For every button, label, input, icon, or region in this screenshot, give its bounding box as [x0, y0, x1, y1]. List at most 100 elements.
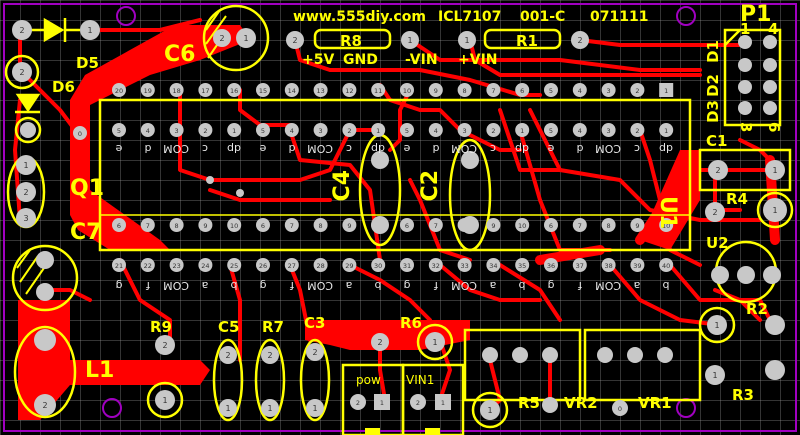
revision: 001-C [520, 9, 566, 25]
svg-text:28: 28 [316, 262, 324, 270]
ref-r2: R2 [746, 300, 768, 318]
svg-text:2: 2 [377, 338, 382, 347]
svg-text:8: 8 [319, 222, 323, 230]
pow-pad: 2 [350, 394, 366, 410]
segment-pad-lower: 8 [169, 218, 184, 232]
label-plus-vin: +VIN [458, 52, 498, 68]
segment-pad-upper: 2 [630, 123, 645, 137]
svg-text:1: 1 [441, 399, 445, 407]
copper-pour-left [70, 25, 250, 250]
segment-pad-upper: 5 [400, 123, 414, 137]
copper-pour-bottom-left [18, 300, 210, 420]
segment-label: COM [450, 279, 477, 292]
ic-pin-bottom: 37 [572, 258, 587, 272]
mount-hole-tr [676, 6, 696, 26]
c3-pad: 1 [306, 399, 324, 417]
ic-pin-bottom: 27 [284, 258, 299, 272]
segment-pad-upper: 3 [457, 123, 472, 137]
vr1-pad [597, 347, 613, 363]
svg-text:2: 2 [416, 399, 420, 407]
segment-label: COM [306, 142, 333, 155]
c6-hatch [205, 9, 221, 31]
vr2-box [463, 328, 582, 402]
ic-pin-top: 3 [601, 83, 616, 97]
r9-pad: 2 [155, 335, 175, 355]
c1-box [698, 148, 792, 192]
p1-pad [738, 35, 752, 49]
vin1-pad: 1 [435, 394, 451, 410]
svg-text:15: 15 [259, 87, 267, 95]
segment-pad-lower: 6 [112, 218, 126, 232]
c7-hatch [19, 255, 39, 283]
p1-pin3: 3 [737, 122, 755, 133]
c5-outline [212, 338, 244, 422]
svg-text:3: 3 [463, 127, 467, 135]
svg-text:2: 2 [635, 87, 639, 95]
ic-pin-top: 19 [140, 83, 155, 97]
svg-text:8: 8 [463, 87, 467, 95]
r8-pad: 2 [286, 31, 304, 49]
d6-pad [20, 122, 36, 138]
svg-text:2: 2 [19, 26, 24, 35]
ic-pin-bottom: 34 [486, 258, 501, 272]
ref-c5: C5 [218, 318, 240, 336]
p1-header [723, 28, 782, 127]
ic-pin-top: 7 [486, 83, 501, 97]
ic-pin-bottom: 33 [457, 258, 472, 272]
c4-pad [371, 216, 389, 234]
ic-pin-top: 14 [284, 83, 299, 97]
svg-text:32: 32 [432, 262, 440, 270]
r8-body [313, 28, 392, 50]
segment-pad-lower: 6 [256, 218, 270, 232]
r1-pad: 1 [458, 31, 476, 49]
svg-text:21: 21 [115, 262, 123, 270]
segment-label: a [202, 279, 209, 292]
ic-pin-bottom: 36 [544, 258, 558, 272]
svg-text:17: 17 [201, 87, 209, 95]
svg-text:2: 2 [577, 36, 582, 45]
p1-d2: D2 [704, 74, 722, 97]
svg-text:14: 14 [288, 87, 296, 95]
ic-pin-bottom: 30 [371, 258, 386, 272]
board-outline [3, 3, 797, 432]
svg-text:30: 30 [374, 262, 382, 270]
segment-label: COM [594, 142, 621, 155]
svg-text:11: 11 [374, 87, 382, 95]
r1-body [483, 28, 562, 50]
segment-pad-lower: 7 [140, 218, 155, 232]
svg-text:7: 7 [290, 222, 294, 230]
ic-pin-top: 20 [112, 83, 126, 97]
svg-text:39: 39 [633, 262, 641, 270]
segment-label: f [433, 279, 438, 292]
ref-q1: Q1 [70, 176, 105, 201]
svg-text:1: 1 [464, 36, 469, 45]
ref-c3: C3 [304, 314, 326, 332]
r6-pad: 2 [371, 333, 389, 351]
svg-text:0: 0 [78, 130, 82, 138]
svg-text:6: 6 [405, 222, 409, 230]
segment-label: c [202, 142, 209, 155]
q1-pad: 3 [16, 208, 36, 228]
ic-pin-bottom: 31 [400, 258, 414, 272]
ref-c2: C2 [418, 170, 443, 202]
trace [228, 263, 242, 362]
segment-pad-lower: 6 [400, 218, 414, 232]
l1-outline [13, 325, 77, 419]
svg-text:36: 36 [547, 262, 555, 270]
ic-pin-bottom: 39 [630, 258, 645, 272]
chip-name: ICL7107 [438, 9, 502, 25]
svg-text:2: 2 [491, 127, 495, 135]
trace [348, 263, 432, 322]
ref-r1: R1 [516, 32, 538, 50]
p1-pin4: 4 [768, 20, 779, 38]
ref-r3: R3 [732, 386, 754, 404]
vin1-box [401, 363, 465, 435]
p1-pad [763, 35, 777, 49]
ref-l1: L1 [85, 358, 115, 383]
svg-text:2: 2 [203, 127, 207, 135]
d5-pad: 2 [12, 62, 32, 82]
svg-text:29: 29 [345, 262, 353, 270]
segment-pad-upper: 4 [428, 123, 443, 137]
trace [438, 263, 542, 302]
